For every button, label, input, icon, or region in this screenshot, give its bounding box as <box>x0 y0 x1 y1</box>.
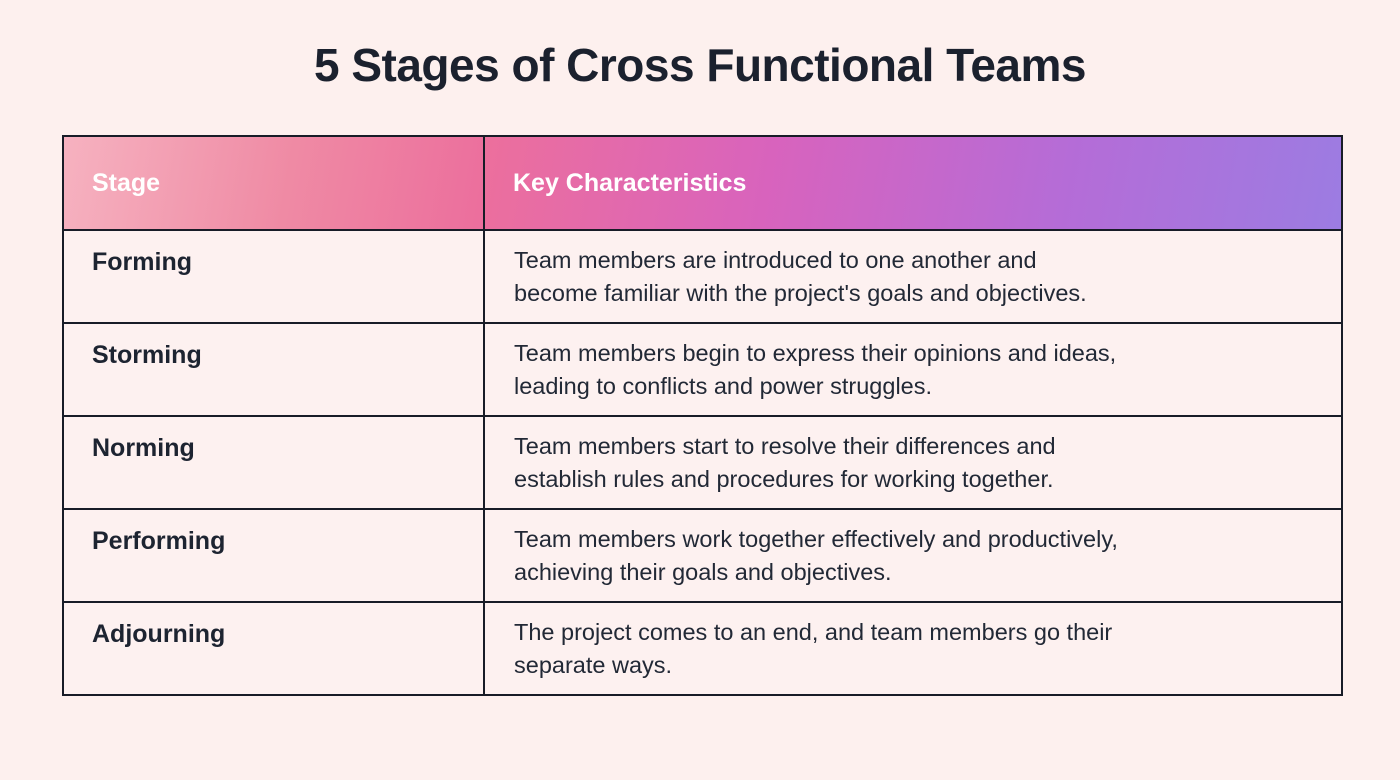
table-row-storming: Storming Team members begin to express t… <box>64 322 1341 415</box>
stage-description: The project comes to an end, and team me… <box>483 603 1341 694</box>
page-title: 5 Stages of Cross Functional Teams <box>313 39 1087 91</box>
stage-name: Storming <box>92 341 202 369</box>
stage-description: Team members work together effectively a… <box>483 510 1341 601</box>
stage-name: Forming <box>92 248 192 276</box>
stage-name: Performing <box>92 527 226 555</box>
table-row-forming: Forming Team members are introduced to o… <box>64 229 1341 322</box>
stages-table: Stage Key Characteristics Forming Team m… <box>62 135 1343 696</box>
table-row-norming: Norming Team members start to resolve th… <box>64 415 1341 508</box>
column-header-key-characteristics: Key Characteristics <box>483 137 1341 229</box>
stage-name: Adjourning <box>92 620 226 648</box>
stage-description: Team members start to resolve their diff… <box>483 417 1341 508</box>
stage-description: Team members begin to express their opin… <box>483 324 1341 415</box>
table-row-adjourning: Adjourning The project comes to an end, … <box>64 601 1341 694</box>
stage-description: Team members are introduced to one anoth… <box>483 231 1341 322</box>
column-header-stage: Stage <box>92 168 161 197</box>
table-row-performing: Performing Team members work together ef… <box>64 508 1341 601</box>
table-header-row: Stage Key Characteristics <box>64 137 1341 229</box>
stage-name: Norming <box>92 434 195 462</box>
